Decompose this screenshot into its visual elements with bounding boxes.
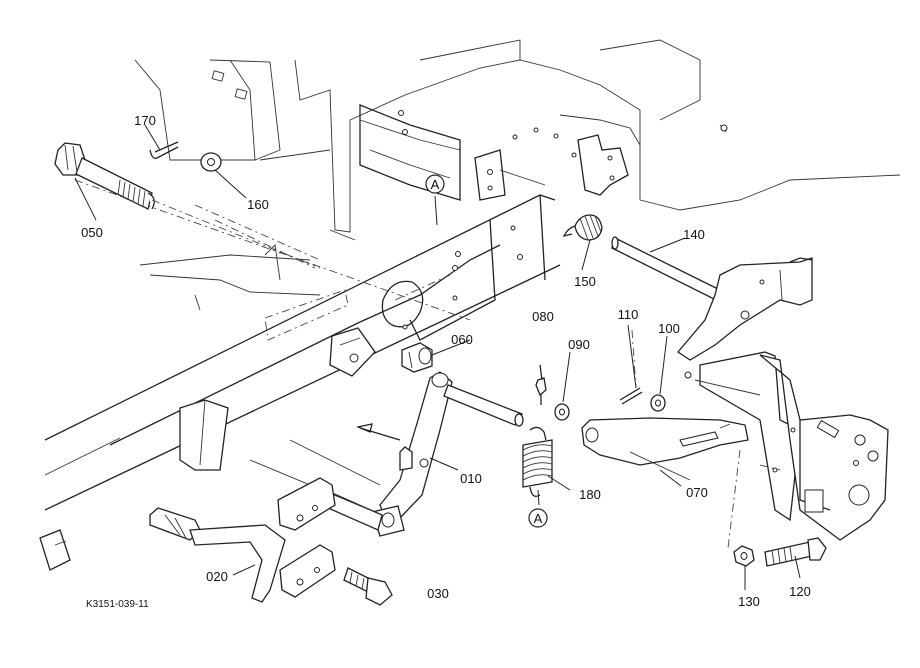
marker-a-upper-text: A	[431, 177, 440, 192]
shaft-arm-140	[611, 236, 813, 361]
callout-060: 060	[451, 332, 473, 347]
callout-170: 170	[134, 113, 156, 128]
reference-code: K3151-039-11	[86, 599, 149, 610]
right-bracket	[684, 351, 889, 549]
callout-100: 100	[658, 321, 680, 336]
cotter-pin-080	[535, 364, 547, 405]
pedal-020	[149, 477, 336, 603]
callout-080: 080	[532, 309, 554, 324]
callout-110: 110	[618, 307, 639, 322]
callout-070: 070	[686, 485, 708, 500]
callout-090: 090	[568, 337, 590, 352]
marker-a-lower-text: A	[534, 511, 543, 526]
callout-labels: 170 160 050 150 140 080 110 100 060 090 …	[81, 113, 811, 609]
spring-180	[522, 426, 553, 498]
callout-140: 140	[683, 227, 705, 242]
washer-160	[200, 152, 222, 172]
washer-090	[554, 403, 570, 421]
collar-060	[401, 342, 433, 373]
callout-120: 120	[789, 584, 811, 599]
stop-block	[179, 399, 229, 471]
bolt-030	[343, 567, 393, 606]
callout-050: 050	[81, 225, 103, 240]
callout-010: 010	[460, 471, 482, 486]
callout-160: 160	[247, 197, 269, 212]
callout-020: 020	[206, 569, 228, 584]
callout-150: 150	[574, 274, 596, 289]
tractor-housing-outline	[134, 39, 901, 241]
cotter-pin-170	[149, 141, 179, 159]
washer-100	[650, 394, 666, 412]
cotter-pin-110	[619, 329, 643, 405]
nut-130	[733, 545, 755, 567]
marker-a-upper: A	[425, 174, 445, 194]
main-frame-rail	[39, 194, 561, 571]
link-arm-070	[581, 417, 749, 481]
mounting-plate	[329, 327, 376, 377]
marker-a-lower: A	[528, 508, 548, 528]
spring-150	[562, 214, 603, 241]
bolt-050	[54, 142, 321, 269]
bolt-120	[764, 537, 827, 567]
callout-130: 130	[738, 594, 760, 609]
leader-lines	[74, 124, 801, 590]
callout-180: 180	[579, 487, 601, 502]
hidden-edge-lines	[74, 179, 471, 341]
callout-030: 030	[427, 586, 449, 601]
